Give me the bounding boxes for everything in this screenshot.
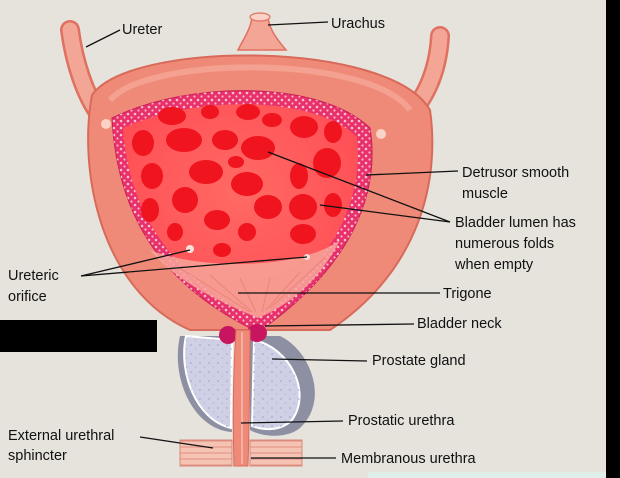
label-external-sphincter-1: External urethral — [8, 428, 115, 444]
label-bladder-neck: Bladder neck — [417, 316, 502, 332]
external-sphincter-right — [249, 439, 303, 467]
bottom-edge-strip — [368, 472, 606, 478]
label-membranous-urethra: Membranous urethra — [341, 451, 476, 467]
label-ureteric-2: orifice — [8, 289, 47, 305]
label-lumen-3: when empty — [455, 257, 534, 273]
label-detrusor-1: Detrusor smooth — [462, 165, 570, 181]
label-prostatic-urethra: Prostatic urethra — [348, 413, 455, 429]
label-prostate-gland: Prostate gland — [372, 353, 466, 369]
bladder-neck-right — [247, 324, 267, 342]
trigone — [150, 240, 340, 318]
label-ureteric-1: Ureteric — [8, 268, 59, 284]
leader-lines — [80, 21, 459, 459]
label-external-sphincter-2: sphincter — [8, 448, 67, 464]
label-lumen-1: Bladder lumen has — [455, 215, 576, 231]
label-lumen-2: numerous folds — [455, 236, 555, 252]
bladder-neck-left — [219, 326, 237, 344]
urachus — [236, 17, 288, 51]
mucosal-folds — [132, 104, 342, 257]
label-urachus: Urachus — [331, 16, 385, 32]
right-edge-bar — [606, 0, 620, 478]
label-ureter: Ureter — [122, 22, 163, 38]
label-trigone: Trigone — [443, 286, 492, 302]
redaction-box — [0, 320, 157, 352]
left-ureteric-orifice — [186, 245, 194, 253]
label-detrusor-2: muscle — [462, 186, 508, 202]
